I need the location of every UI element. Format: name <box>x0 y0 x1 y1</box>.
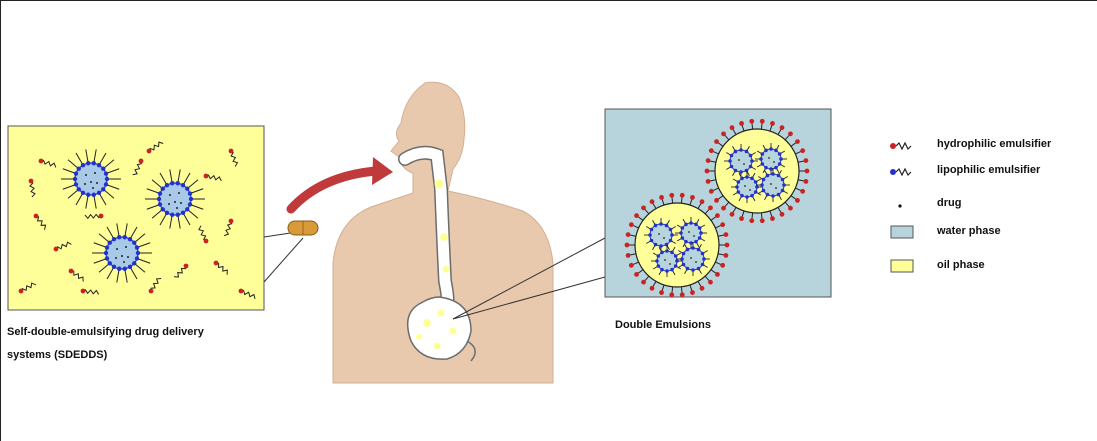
legend-label-oil: oil phase <box>937 259 985 271</box>
legend-label-hydrophilic: hydrophilic emulsifier <box>937 138 1051 150</box>
sdedds-caption-line2: systems (SDEDDS) <box>7 344 204 367</box>
double-emulsions-caption: Double Emulsions <box>615 314 711 337</box>
legend-label-lipophilic: lipophilic emulsifier <box>937 164 1040 176</box>
double-emulsion-panel <box>605 109 831 297</box>
ingestion-arrow <box>291 171 376 209</box>
ingestion-arrowhead <box>372 157 393 185</box>
legend-label-drug: drug <box>937 197 961 209</box>
legend-label-water: water phase <box>937 225 1001 237</box>
sdedds-caption: Self-double-emulsifying drug delivery sy… <box>7 321 204 367</box>
sdedds-panel <box>8 126 264 310</box>
legend-symbols <box>890 143 913 272</box>
connector-line-bottom <box>264 238 303 282</box>
sdedds-caption-line1: Self-double-emulsifying drug delivery <box>7 321 204 344</box>
